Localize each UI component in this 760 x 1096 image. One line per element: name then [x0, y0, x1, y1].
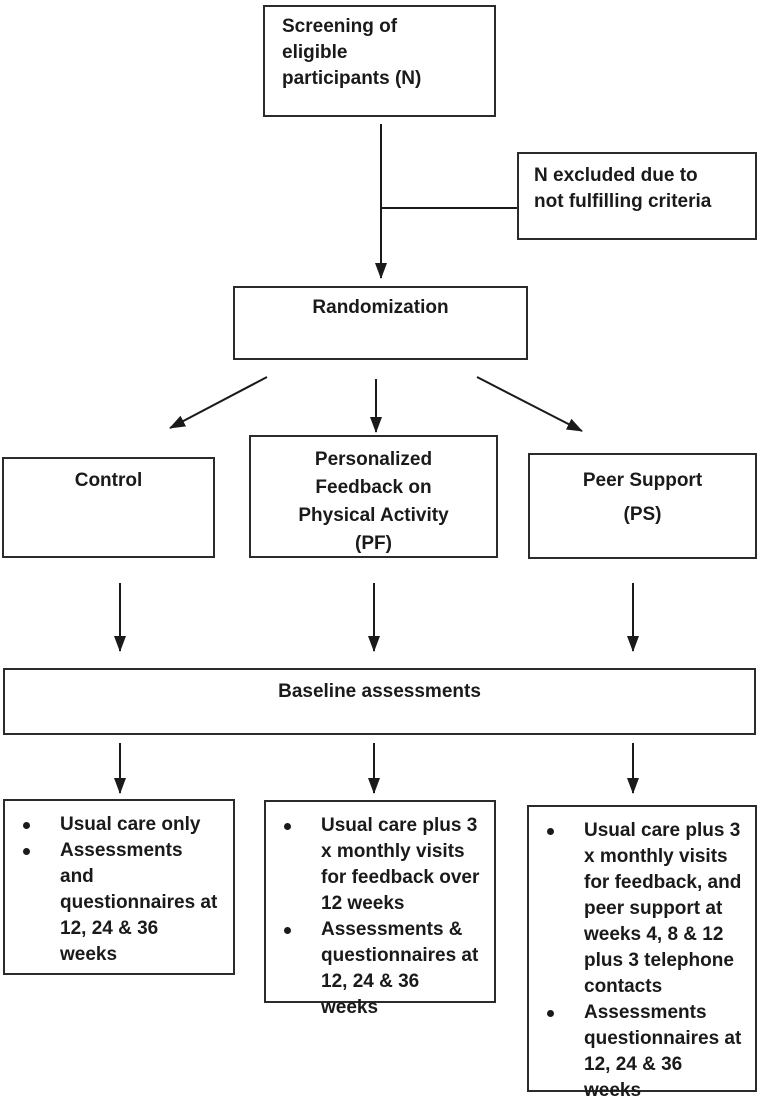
personalized-feedback-label: Personalized Feedback on Physical Activi… [298, 449, 449, 554]
control-arm-box: Control [2, 457, 215, 558]
bullet-icon [547, 1010, 554, 1017]
screening-box: Screening of eligible participants (N) [263, 5, 496, 117]
list-item: Usual care only [23, 812, 229, 838]
arrow-randomization-to-ps [476, 376, 583, 432]
bullet-text: Usual care plus 3 x monthly visits for f… [321, 815, 480, 914]
peer-support-abbrev: (PS) [623, 504, 662, 525]
list-item: Assessments questionnaires at 12, 24 & 3… [547, 1000, 751, 1096]
personalized-feedback-arm-box: Personalized Feedback on Physical Activi… [249, 435, 498, 558]
bullet-icon [284, 927, 291, 934]
baseline-assessments-box: Baseline assessments [3, 668, 756, 735]
list-item: Assessments & questionnaires at 12, 24 &… [284, 917, 490, 1021]
randomization-label: Randomization [312, 297, 449, 318]
bullet-icon [284, 823, 291, 830]
randomization-box: Randomization [233, 286, 528, 360]
arrow-randomization-to-control [169, 376, 268, 429]
ps-details-box: Usual care plus 3 x monthly visits for f… [527, 805, 757, 1096]
ps-details-list: Usual care plus 3 x monthly visits for f… [529, 818, 755, 1096]
excluded-label: N excluded due to not fulfilling criteri… [534, 165, 712, 212]
peer-support-arm-box: Peer Support (PS) [528, 453, 757, 559]
bullet-text: Usual care plus 3 x monthly visits for f… [584, 820, 742, 997]
bullet-icon [547, 828, 554, 835]
control-details-list: Usual care only Assessments and question… [5, 812, 233, 968]
bullet-text: Assessments and questionnaires at 12, 24… [60, 840, 218, 965]
excluded-box: N excluded due to not fulfilling criteri… [517, 152, 757, 240]
bullet-icon [23, 822, 30, 829]
list-item: Assessments and questionnaires at 12, 24… [23, 838, 229, 968]
bullet-text: Usual care only [60, 814, 201, 835]
bullet-text: Assessments & questionnaires at 12, 24 &… [321, 919, 479, 1018]
pf-details-list: Usual care plus 3 x monthly visits for f… [266, 813, 494, 1021]
list-item: Usual care plus 3 x monthly visits for f… [284, 813, 490, 917]
pf-details-box: Usual care plus 3 x monthly visits for f… [264, 800, 496, 1018]
bullet-icon [23, 848, 30, 855]
baseline-assessments-label: Baseline assessments [278, 681, 481, 702]
control-label: Control [74, 470, 143, 491]
screening-label: Screening of eligible participants (N) [282, 16, 422, 89]
control-details-box: Usual care only Assessments and question… [3, 799, 235, 975]
list-item: Usual care plus 3 x monthly visits for f… [547, 818, 751, 1000]
peer-support-label: Peer Support [582, 470, 703, 491]
bullet-text: Assessments questionnaires at 12, 24 & 3… [584, 1002, 742, 1096]
